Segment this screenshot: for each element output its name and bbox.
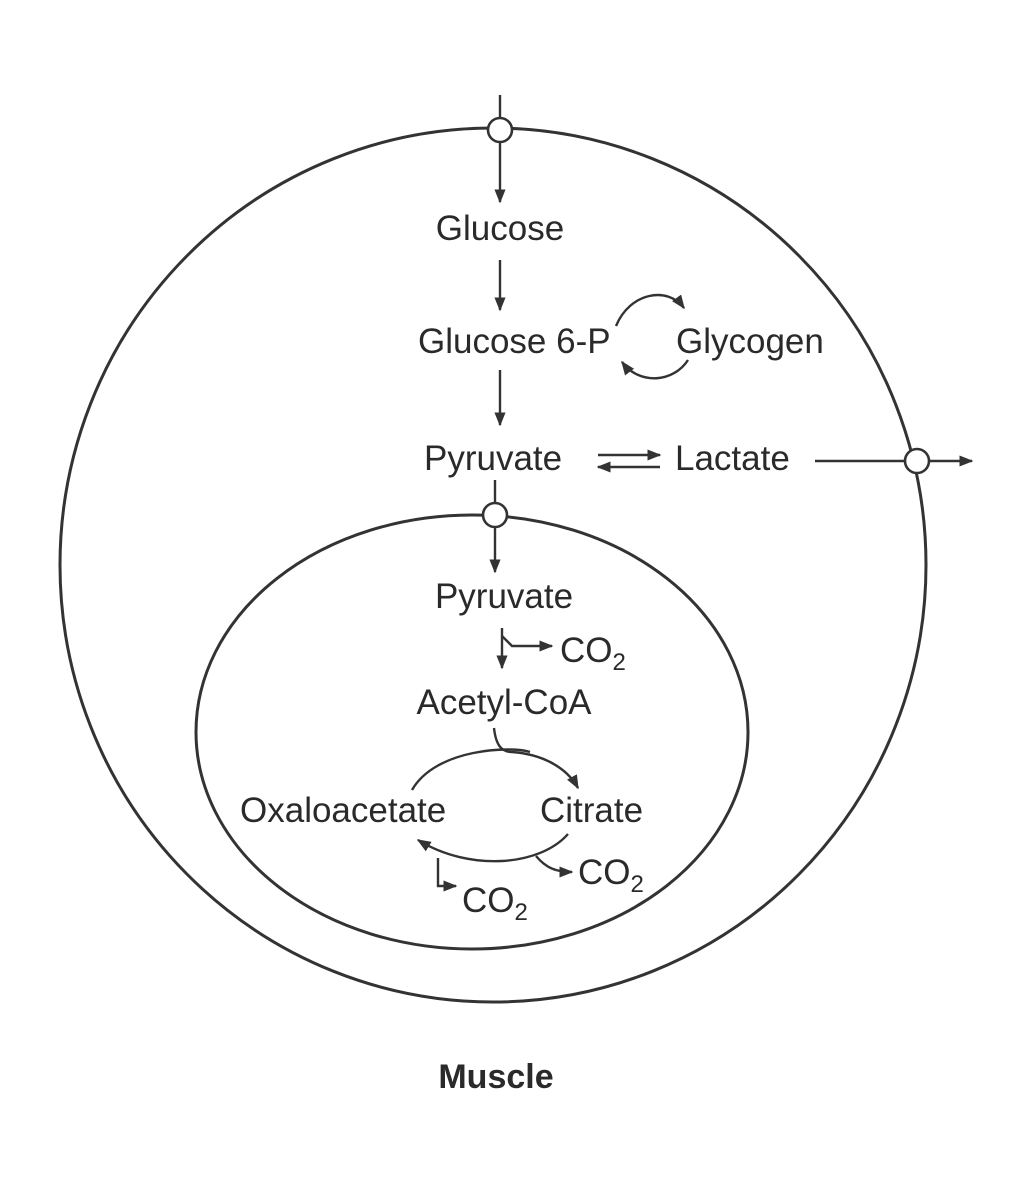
lactate-label: Lactate <box>675 439 790 478</box>
glucose-label: Glucose <box>436 209 564 248</box>
cycle-bottom-arc-to-oxaloacetate <box>416 833 569 863</box>
mitochondrial-pyruvate-label: Pyruvate <box>435 577 573 616</box>
pdh-co2-base: CO <box>560 631 613 670</box>
glycogen-label: Glycogen <box>676 322 824 361</box>
cycle-co2-right-base: CO <box>578 853 631 892</box>
cycle-co2-right-arrow <box>535 855 574 878</box>
acetyl-coa-label: Acetyl-CoA <box>416 683 592 722</box>
cycle-co2-bottom-base: CO <box>462 881 515 920</box>
cycle-top-arc <box>410 748 531 791</box>
lactate-transporter <box>903 447 931 475</box>
cycle-co2-bottom-label: CO2 <box>462 881 528 926</box>
oxaloacetate-label: Oxaloacetate <box>240 791 446 830</box>
cycle-co2-right-subscript: 2 <box>631 871 644 898</box>
glucose-transporter <box>486 116 514 144</box>
glucose-6-phosphate-label: Glucose 6-P <box>418 322 611 361</box>
cell-membrane <box>58 126 928 1004</box>
mitochondrial-membrane <box>194 513 750 951</box>
cycle-co2-bottom-arrow <box>436 858 458 892</box>
diagram-caption: Muscle <box>438 1058 553 1096</box>
citrate-label: Citrate <box>540 791 643 830</box>
glycogen-to-g6p-arrow <box>621 359 690 380</box>
acetylcoa-to-citrate-arrow <box>492 727 580 790</box>
pyruvate-transporter <box>481 501 509 529</box>
pdh-co2-arrow <box>501 635 554 652</box>
cycle-co2-bottom-subscript: 2 <box>515 899 528 926</box>
cytosolic-pyruvate-label: Pyruvate <box>424 439 562 478</box>
pdh-co2-subscript: 2 <box>613 649 626 676</box>
cycle-co2-right-label: CO2 <box>578 853 644 898</box>
g6p-to-glycogen-arrow <box>614 293 685 327</box>
pdh-co2-label: CO2 <box>560 631 626 676</box>
